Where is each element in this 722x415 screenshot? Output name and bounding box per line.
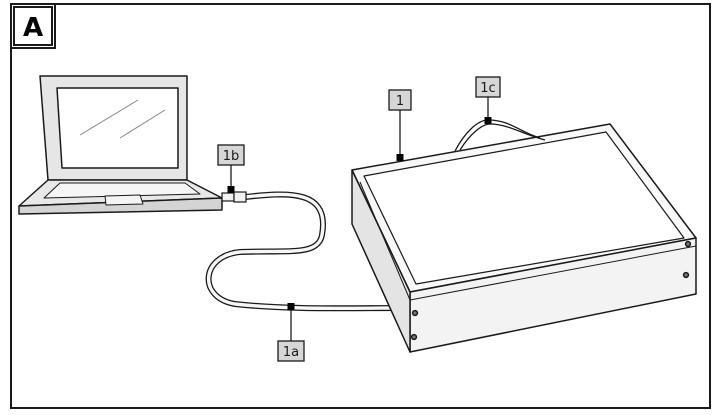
device-box: [351, 123, 697, 353]
callout-rear-cable-label: 1c: [480, 81, 495, 96]
callout-device-label: 1: [396, 94, 404, 109]
callout-usb-plug-label: 1b: [223, 149, 240, 164]
callout-cable-label: 1a: [283, 345, 299, 360]
figure-frame: [10, 3, 711, 409]
usb-cable: [205, 191, 408, 312]
usb-plug: [221, 191, 247, 203]
callout-cable: 1a: [277, 303, 305, 362]
panel-letter-box: A: [10, 3, 56, 49]
callout-rear-cable: 1c: [475, 76, 501, 124]
panel-letter: A: [23, 13, 43, 43]
callout-device: 1: [388, 89, 412, 161]
laptop: [18, 75, 223, 215]
callout-usb-plug: 1b: [217, 144, 245, 193]
laptop-screen: [56, 87, 179, 169]
